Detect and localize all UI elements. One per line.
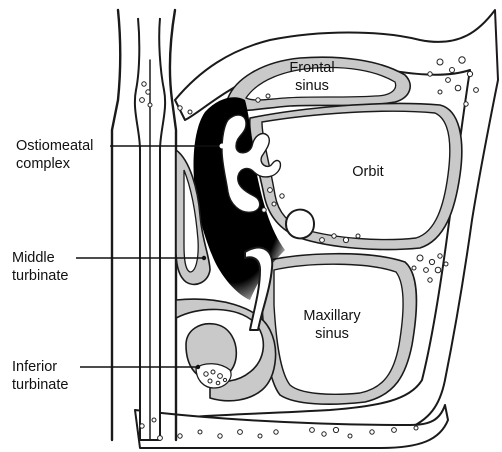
label-maxillary-sinus-line1: Maxillary bbox=[303, 308, 361, 324]
leader-dot-ostiomeatal-complex bbox=[220, 144, 225, 149]
label-orbit: Orbit bbox=[352, 164, 383, 180]
leader-dot-inferior-turbinate bbox=[196, 365, 200, 369]
label-maxillary-sinus-line2: sinus bbox=[315, 326, 349, 342]
label-frontal-sinus-line1: Frontal bbox=[289, 60, 334, 76]
label-inferior-turbinate-line2: turbinate bbox=[12, 377, 68, 393]
label-frontal-sinus-line2: sinus bbox=[295, 78, 329, 94]
label-inferior-turbinate-line1: Inferior bbox=[12, 359, 57, 375]
label-ostiomeatal-complex-line1: Ostiomeatal bbox=[16, 138, 93, 154]
leader-dot-middle-turbinate bbox=[202, 256, 206, 260]
label-middle-turbinate-line2: turbinate bbox=[12, 268, 68, 284]
label-ostiomeatal-complex-line2: complex bbox=[16, 156, 71, 172]
nasal-septum bbox=[112, 10, 176, 440]
label-middle-turbinate-line1: Middle bbox=[12, 250, 55, 266]
